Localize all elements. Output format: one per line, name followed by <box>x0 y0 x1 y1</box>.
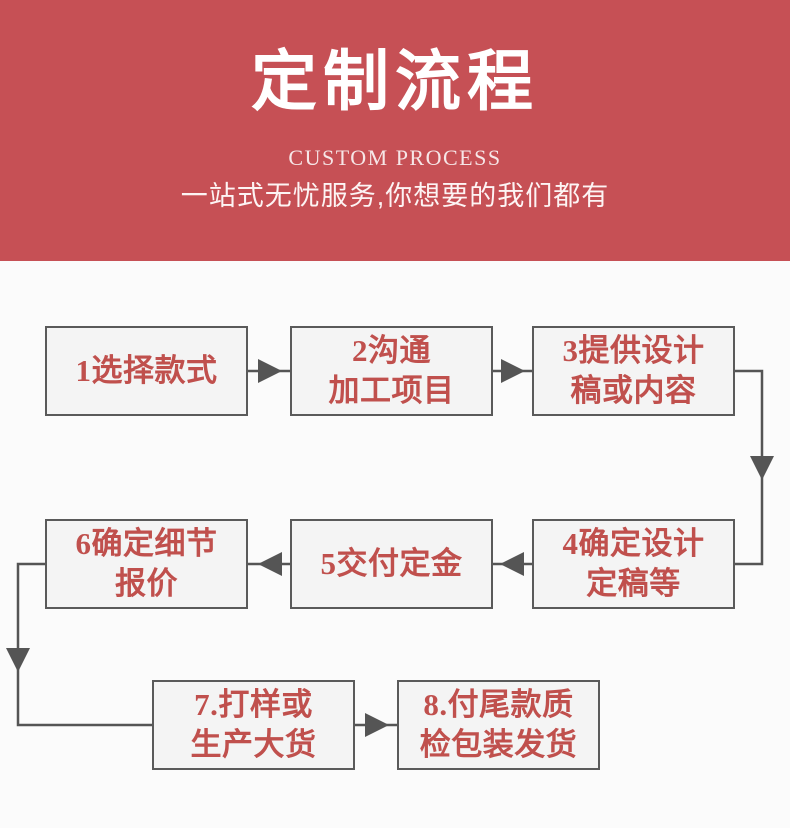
flow-step-7[interactable]: 7.打样或 生产大货 <box>152 680 355 770</box>
flow-step-3[interactable]: 3提供设计 稿或内容 <box>532 326 735 416</box>
flow-step-4[interactable]: 4确定设计 定稿等 <box>532 519 735 609</box>
flow-step-2[interactable]: 2沟通 加工项目 <box>290 326 493 416</box>
connector-1-to-2 <box>248 359 290 383</box>
page-subtitle-english: CUSTOM PROCESS <box>288 145 502 170</box>
connector-5-to-6 <box>248 552 290 576</box>
flow-step-6[interactable]: 6确定细节 报价 <box>45 519 248 609</box>
connector-4-to-5 <box>493 552 532 576</box>
page-subtitle-chinese: 一站式无忧服务,你想要的我们都有 <box>180 181 610 211</box>
flow-step-1[interactable]: 1选择款式 <box>45 326 248 416</box>
connector-6-to-7 <box>6 562 152 727</box>
process-flow-diagram: 1选择款式 2沟通 加工项目 3提供设计 稿或内容 4确定设计 定稿等 5交付定… <box>0 261 790 828</box>
flow-step-5[interactable]: 5交付定金 <box>290 519 493 609</box>
connector-2-to-3 <box>493 359 532 383</box>
page-title: 定制流程 <box>251 46 539 119</box>
connector-3-to-4 <box>735 369 774 566</box>
connector-7-to-8 <box>355 713 397 737</box>
flow-connectors <box>6 359 774 737</box>
flow-step-8[interactable]: 8.付尾款质 检包装发货 <box>397 680 600 770</box>
page-header-banner: 定制流程 CUSTOM PROCESS 一站式无忧服务,你想要的我们都有 <box>0 0 790 261</box>
